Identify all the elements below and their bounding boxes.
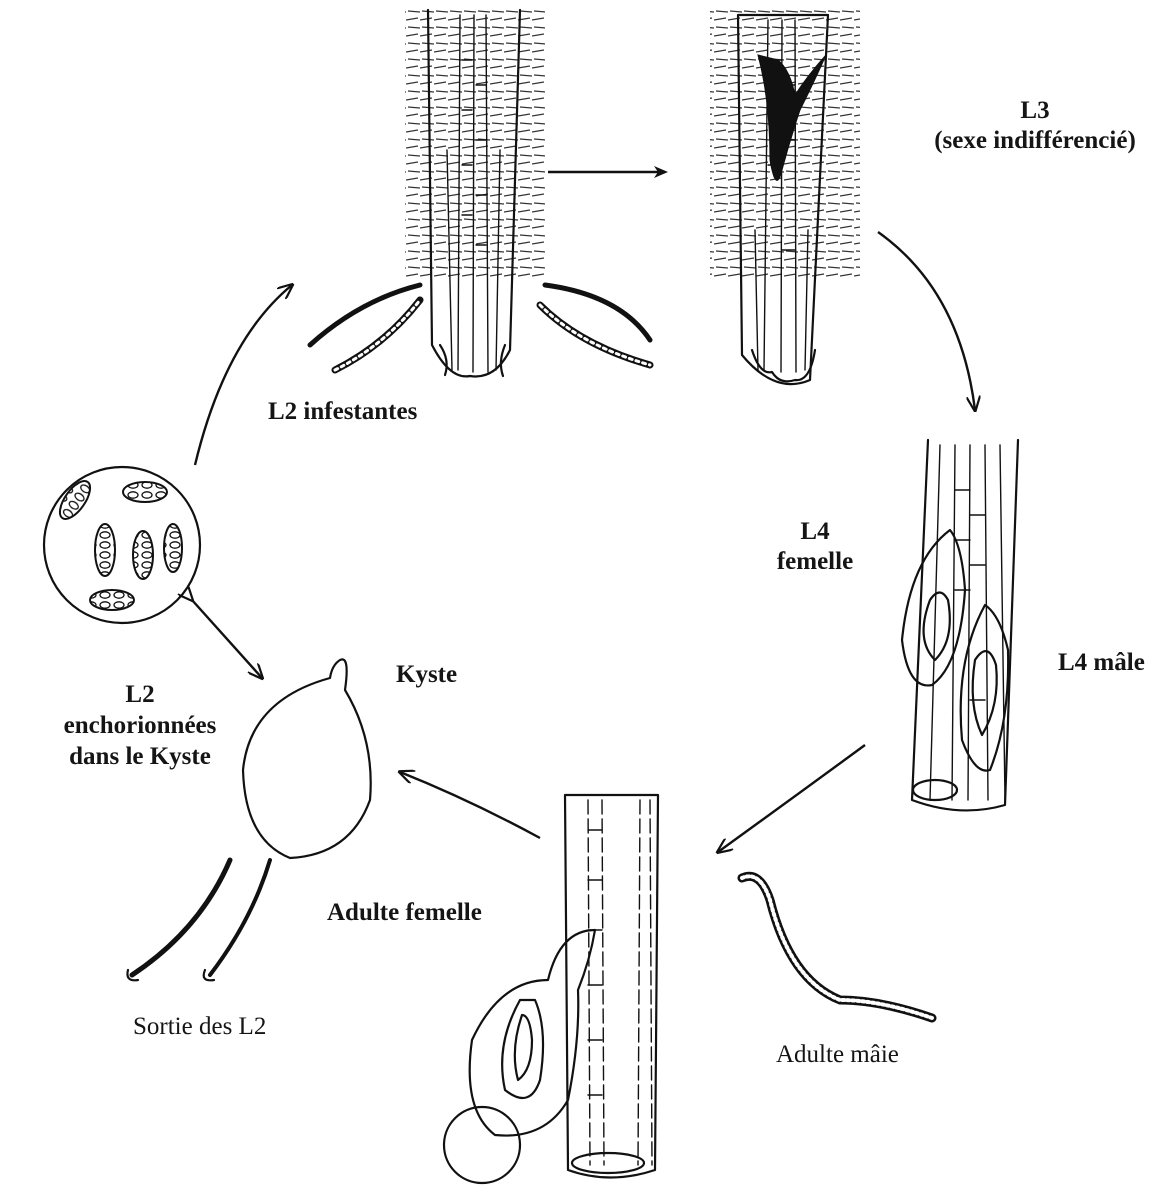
label-l2-kyste-2: enchorionnées bbox=[40, 711, 240, 741]
root-l2-infestantes bbox=[310, 10, 650, 376]
label-l3: L3 bbox=[910, 96, 1160, 126]
root-l3 bbox=[710, 10, 860, 384]
root-adulte-femelle bbox=[444, 795, 658, 1183]
label-adulte-femelle: Adulte femelle bbox=[327, 898, 482, 928]
egg-l2-enchorionnees bbox=[44, 467, 200, 623]
root-l4 bbox=[902, 440, 1018, 810]
label-l2-infestantes: L2 infestantes bbox=[268, 397, 417, 427]
label-l3-sub: (sexe indifférencié) bbox=[910, 126, 1160, 156]
label-l4-femelle-2: femelle bbox=[760, 547, 870, 577]
label-kyste: Kyste bbox=[396, 660, 457, 690]
label-l2-kyste-1: L2 bbox=[40, 680, 240, 710]
label-adulte-male: Adulte mâie bbox=[776, 1040, 899, 1070]
label-sortie-l2: Sortie des L2 bbox=[133, 1012, 266, 1042]
label-l4-femelle-1: L4 bbox=[760, 517, 870, 547]
label-l2-kyste-3: dans le Kyste bbox=[40, 742, 240, 772]
label-l4-male: L4 mâle bbox=[1058, 648, 1145, 678]
